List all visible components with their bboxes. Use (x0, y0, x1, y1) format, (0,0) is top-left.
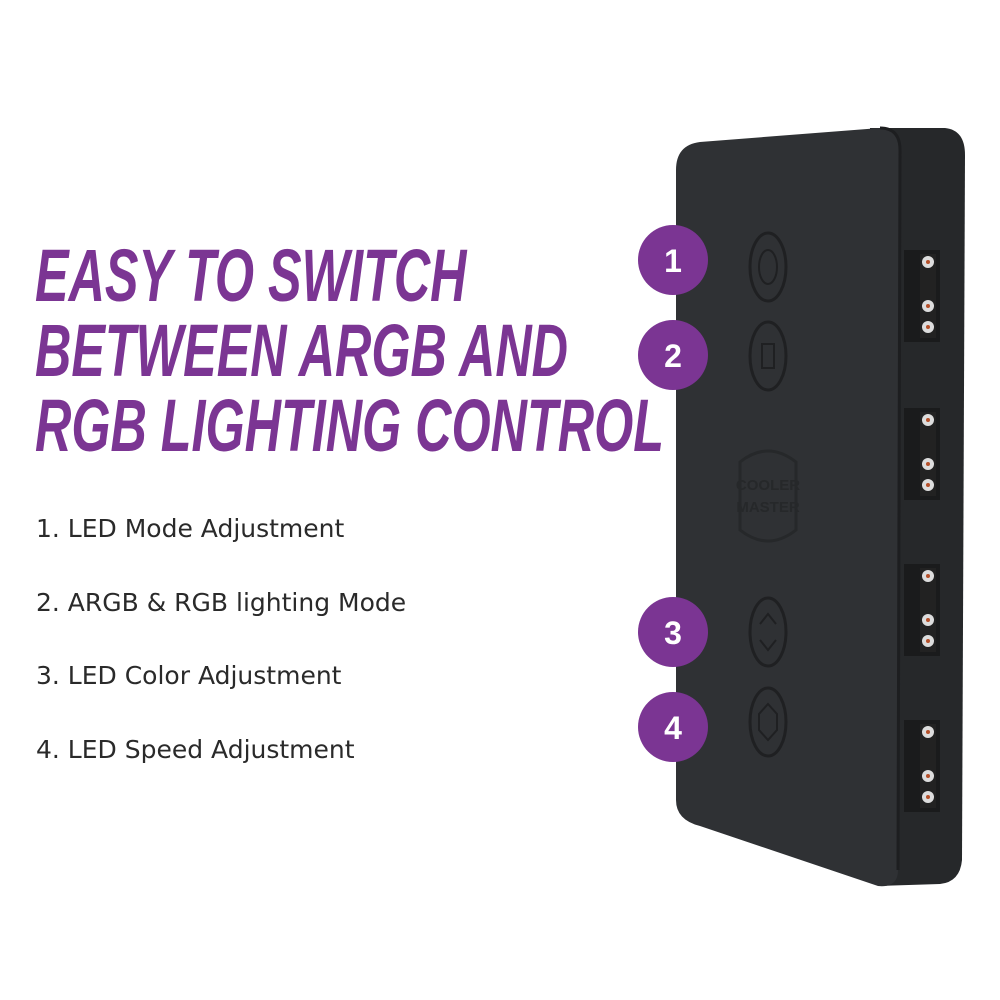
callout-badge-3: 3 (638, 597, 708, 667)
connector-port (904, 564, 940, 656)
speed-button[interactable] (748, 686, 788, 758)
argb-rgb-switch-button[interactable] (748, 320, 788, 392)
callout-badge-1: 1 (638, 225, 708, 295)
circle-icon (758, 249, 778, 285)
cooler-master-logo: COOLER MASTER (736, 449, 800, 543)
svg-text:2: 2 (664, 338, 682, 374)
feature-list: 1. LED Mode Adjustment 2. ARGB & RGB lig… (36, 514, 406, 808)
device-front-face (676, 128, 900, 887)
callout-badge-2: 2 (638, 320, 708, 390)
mode-button[interactable] (748, 231, 788, 303)
feature-item: 4. LED Speed Adjustment (36, 734, 355, 764)
headline-line: BETWEEN ARGB AND (35, 309, 569, 392)
left-right-arrows-icon (758, 702, 778, 742)
feature-item: 2. ARGB & RGB lighting Mode (36, 587, 407, 617)
color-button[interactable] (748, 596, 788, 668)
up-down-arrows-icon (759, 612, 777, 652)
svg-text:4: 4 (664, 710, 682, 746)
svg-text:1: 1 (664, 243, 682, 279)
feature-item: 1. LED Mode Adjustment (36, 514, 345, 543)
svg-text:COOLER: COOLER (736, 477, 800, 494)
feature-item: 3. LED Color Adjustment (36, 661, 342, 690)
headline-line: EASY TO SWITCH (35, 234, 467, 317)
connector-port (904, 250, 940, 342)
svg-text:3: 3 (664, 615, 682, 651)
callout-badge-4: 4 (638, 692, 708, 762)
square-icon (761, 343, 775, 369)
headline: EASY TO SWITCH BETWEEN ARGB AND RGB LIGH… (35, 238, 664, 463)
svg-text:MASTER: MASTER (736, 499, 800, 516)
headline-line: RGB LIGHTING CONTROL (35, 384, 664, 467)
connector-port (904, 720, 940, 812)
connector-port (904, 408, 940, 500)
